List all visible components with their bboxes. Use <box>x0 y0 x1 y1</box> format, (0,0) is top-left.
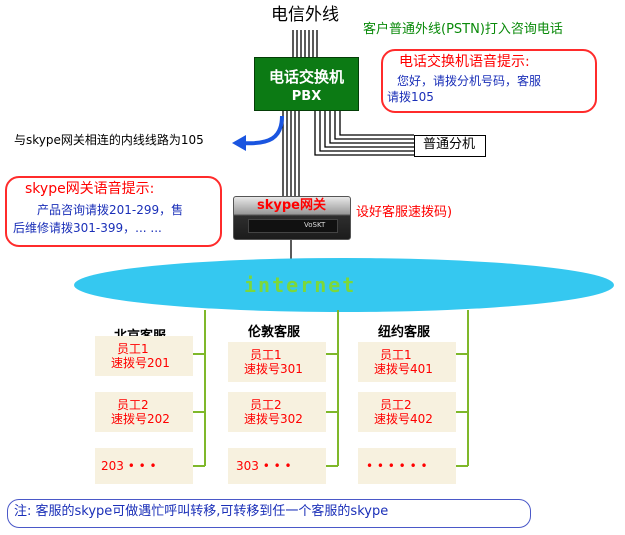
employee-speed-dial: 速拨号302 <box>244 412 303 426</box>
employee-speed-dial: 速拨号301 <box>244 362 303 376</box>
pstn-note: 客户普通外线(PSTN)打入咨询电话 <box>363 22 563 37</box>
more-label: • • • • • • <box>366 459 428 473</box>
employee-name: 员工2 <box>250 397 282 412</box>
extension-label: 普通分机 <box>423 137 476 152</box>
footer-note-box: 注: 客服的skype可做遇忙呼叫转移,可转移到任一个客服的skype <box>7 499 531 528</box>
more-employees-newyork: • • • • • • <box>358 448 456 484</box>
skype-gateway-device: VoSKT <box>233 196 351 240</box>
employee-name: 员工1 <box>380 347 412 362</box>
employee-name: 员工2 <box>380 397 412 412</box>
pbx-title: 电话交换机 <box>268 68 344 86</box>
employee-card-302: 员工2 速拨号302 <box>228 392 326 432</box>
gateway-label: skype网关 <box>257 198 326 213</box>
employee-card-301: 员工1 速拨号301 <box>228 342 326 382</box>
site-title-newyork: 纽约客服 <box>378 325 431 340</box>
gateway-device-text: VoSKT <box>304 221 326 229</box>
gateway-prompt-callout: skype网关语音提示: 产品咨询请拨201-299，售 后维修请拨301-39… <box>5 176 222 247</box>
employee-speed-dial: 速拨号401 <box>374 362 433 376</box>
internet-label: internet <box>244 273 357 297</box>
employee-speed-dial: 速拨号402 <box>374 412 433 426</box>
internet-cloud <box>74 258 614 312</box>
pbx-prompt-line1: 您好，请拨分机号码，客服 <box>397 74 542 88</box>
extension-lines <box>314 109 414 156</box>
employee-name: 员工1 <box>250 347 282 362</box>
internal-line-arrow <box>239 115 284 146</box>
pbx-subtitle: PBX <box>291 89 322 104</box>
gateway-prompt-line1: 产品咨询请拨201-299，售 <box>37 203 184 217</box>
employee-card-202: 员工2 速拨号202 <box>95 392 193 432</box>
gateway-prompt-title: skype网关语音提示: <box>25 181 155 197</box>
more-employees-london: 303 • • • <box>228 448 326 484</box>
outside-trunk-lines <box>292 30 318 57</box>
gateway-front-panel <box>248 219 338 233</box>
gateway-prompt-line2: 后维修请拨301-399，... ... <box>13 221 162 235</box>
more-label: 303 • • • <box>236 459 292 473</box>
outside-line-label: 电信外线 <box>271 5 339 25</box>
more-employees-beijing: 203 • • • <box>95 448 193 484</box>
pbx-prompt-callout: 电话交换机语音提示: 您好，请拨分机号码，客服 请拨105 <box>381 49 597 113</box>
pbx-box: 电话交换机 PBX <box>254 57 359 111</box>
employee-speed-dial: 速拨号201 <box>111 356 170 370</box>
internal-line-note: 与skype网关相连的内线线路为105 <box>14 133 204 147</box>
more-label: 203 • • • <box>101 459 157 473</box>
site-title-london: 伦敦客服 <box>248 325 301 340</box>
pbx-prompt-line2: 请拨105 <box>387 90 434 104</box>
extension-box: 普通分机 <box>414 135 486 157</box>
employee-speed-dial: 速拨号202 <box>111 412 170 426</box>
employee-card-402: 员工2 速拨号402 <box>358 392 456 432</box>
footer-note: 注: 客服的skype可做遇忙呼叫转移,可转移到任一个客服的skype <box>14 504 389 519</box>
pbx-to-gateway-lines <box>282 109 300 196</box>
pbx-prompt-title: 电话交换机语音提示: <box>399 54 530 70</box>
employee-card-201: 员工1 速拨号201 <box>95 336 193 376</box>
site-trunk-lines <box>193 310 469 467</box>
employee-name: 员工1 <box>117 341 149 356</box>
employee-card-401: 员工1 速拨号401 <box>358 342 456 382</box>
employee-name: 员工2 <box>117 397 149 412</box>
arrow-head-icon <box>232 135 246 151</box>
gateway-note: 设好客服速拨码) <box>356 205 453 220</box>
